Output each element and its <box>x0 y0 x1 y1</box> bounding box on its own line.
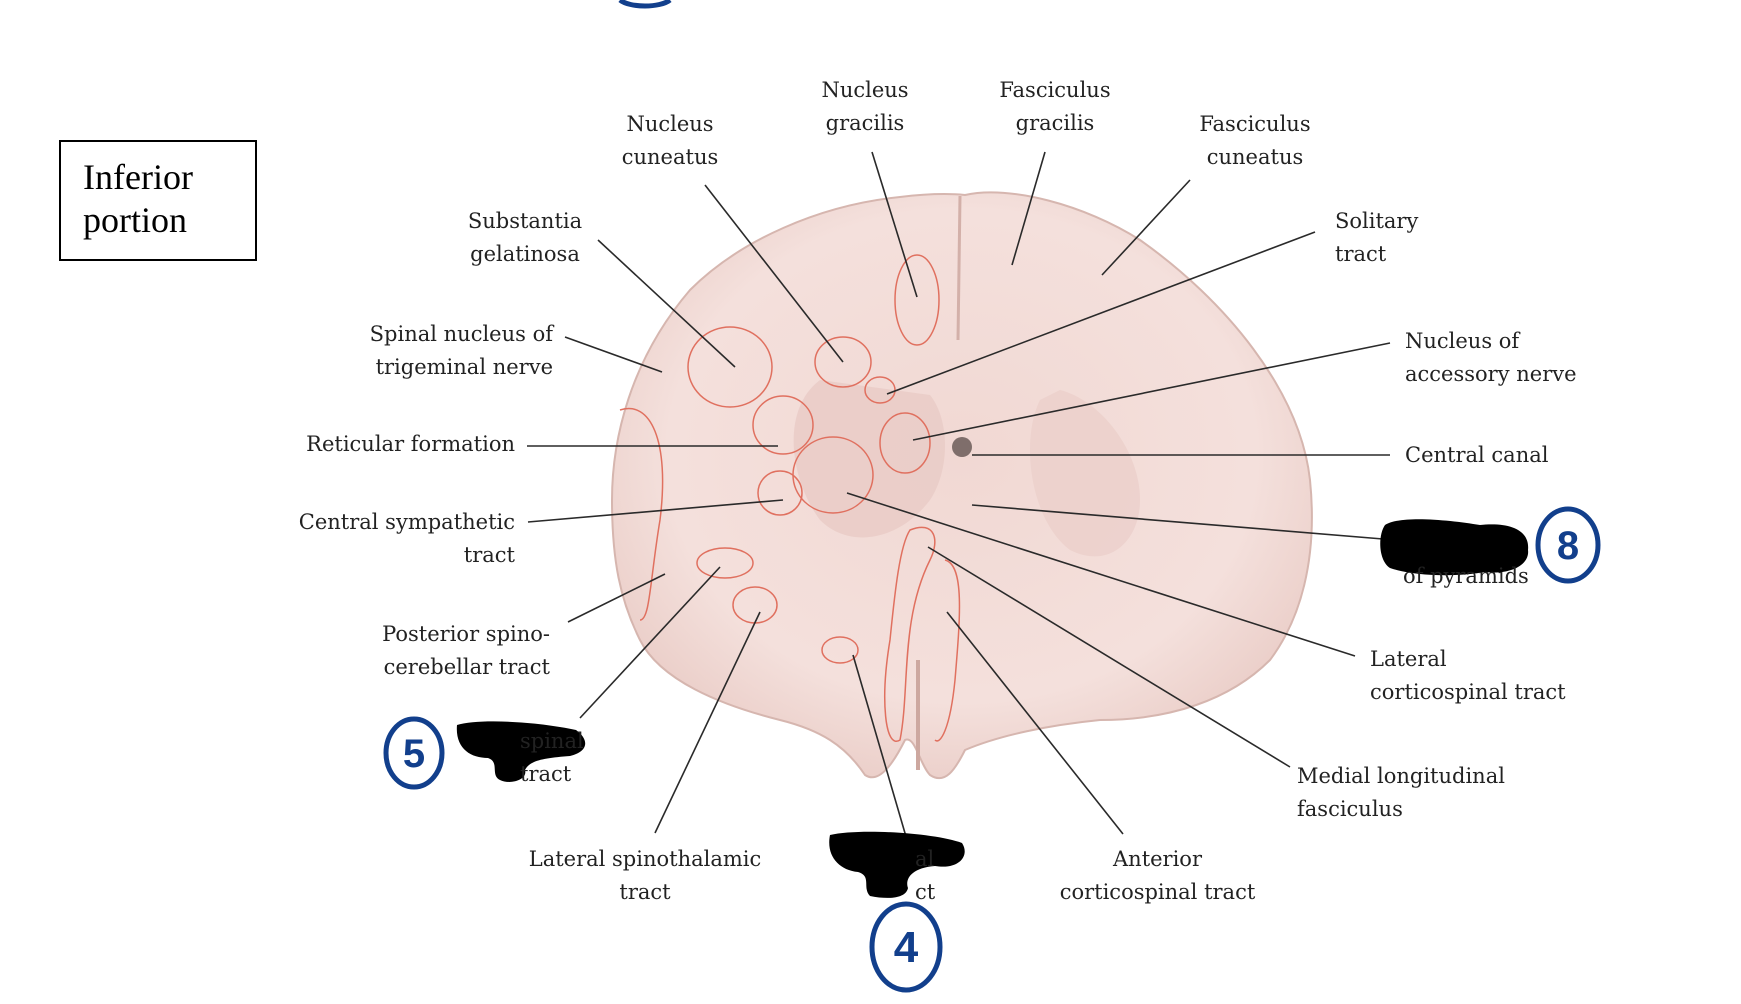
label-substantia-gelatinosa: Substantia gelatinosa <box>467 209 583 266</box>
redaction-decussation <box>1380 519 1529 576</box>
posterior-median-sulcus <box>956 195 962 341</box>
leader-central-sympathetic <box>527 499 784 523</box>
outline-nucleus-cuneatus <box>814 336 872 388</box>
label-lateral-corticospinal: Lateral corticospinal tract <box>1370 647 1566 704</box>
leader-medial-longitudinal <box>927 546 1291 768</box>
marker-ring-5 <box>383 716 445 790</box>
outline-substantia-gelatinosa <box>687 326 773 408</box>
label-central-canal: Central canal <box>1405 443 1549 467</box>
marker-ring-4 <box>869 901 943 993</box>
label-solitary-tract: Solitary tract <box>1335 209 1419 266</box>
label-spinal-trigeminal: Spinal nucleus of trigeminal nerve <box>369 322 553 379</box>
leader-substantia-gelatinosa <box>597 239 736 368</box>
leader-decussation <box>971 504 1396 541</box>
markers <box>383 0 1601 993</box>
redaction-anterior-spinocerebellar <box>456 721 586 782</box>
outline-lateral-corticospinal <box>884 526 936 743</box>
redactions <box>456 519 1529 898</box>
leader-lateral-spinothalamic <box>654 611 761 834</box>
label-decussation-partial: of pyramids <box>1403 564 1529 588</box>
outline-anterior-spinothalamic <box>821 636 859 664</box>
outline-posterior-spinocerebellar <box>696 547 754 579</box>
inferior-portion-label: Inferior portion <box>83 157 193 240</box>
outline-reticular <box>752 395 814 455</box>
leader-anterior-corticospinal <box>946 611 1124 835</box>
marker-4: 4 <box>894 923 919 972</box>
label-central-sympathetic: Central sympathetic tract <box>298 510 515 567</box>
label-nucleus-cuneatus: Nucleus cuneatus <box>621 112 719 169</box>
leader-spinal-trigeminal <box>564 336 663 373</box>
leader-accessory <box>912 342 1391 441</box>
marker-ring-8 <box>1535 506 1601 584</box>
marker-ring-top <box>618 0 672 9</box>
marker-8: 8 <box>1557 524 1579 568</box>
label-anterior-spinocerebellar-partial: spinal tract <box>520 729 584 786</box>
leader-nucleus-gracilis <box>871 151 918 298</box>
redaction-anterior-spinothalamic <box>829 831 965 898</box>
outline-medial-longitudinal <box>934 559 961 742</box>
leader-solitary-tract <box>886 231 1316 395</box>
leader-fasciculus-cuneatus <box>1101 179 1191 276</box>
outline-nucleus-gracilis <box>894 254 940 346</box>
label-lateral-spinothalamic: Lateral spinothalamic tract <box>528 847 762 904</box>
label-anterior-spinothalamic-partial: al ct <box>915 847 936 904</box>
label-fasciculus-gracilis: Fasciculus gracilis <box>999 78 1111 135</box>
medulla-outline <box>610 191 1313 780</box>
central-canal <box>952 437 972 457</box>
inferior-portion-box: Inferior portion <box>59 140 257 261</box>
outline-central-sympathetic <box>757 470 803 516</box>
label-nucleus-accessory: Nucleus of accessory nerve <box>1405 329 1577 386</box>
label-posterior-spinocerebellar: Posterior spino- cerebellar tract <box>382 622 550 679</box>
label-nucleus-gracilis: Nucleus gracilis <box>821 78 909 135</box>
marker-5: 5 <box>403 732 425 776</box>
leader-posterior-spinocerebellar <box>567 573 666 623</box>
leader-anterior-spinothalamic <box>852 654 908 841</box>
marker-numbers: 8 5 4 <box>403 524 1579 972</box>
leader-fasciculus-gracilis <box>1011 151 1046 266</box>
outline-solitary-tract <box>864 376 896 404</box>
leader-anterior-spinocerebellar <box>579 566 721 719</box>
leader-lines <box>527 151 1396 841</box>
label-medial-longitudinal: Medial longitudinal fasciculus <box>1297 764 1505 821</box>
grey-matter-right <box>1030 390 1140 557</box>
leader-nucleus-cuneatus <box>704 184 844 363</box>
outline-accessory <box>879 412 931 474</box>
outline-pyramid <box>619 407 664 621</box>
leader-lateral-corticospinal <box>846 492 1356 657</box>
label-anterior-corticospinal: Anterior corticospinal tract <box>1059 847 1256 904</box>
label-reticular-formation: Reticular formation <box>306 432 515 456</box>
label-fasciculus-cuneatus: Fasciculus cuneatus <box>1199 112 1311 169</box>
